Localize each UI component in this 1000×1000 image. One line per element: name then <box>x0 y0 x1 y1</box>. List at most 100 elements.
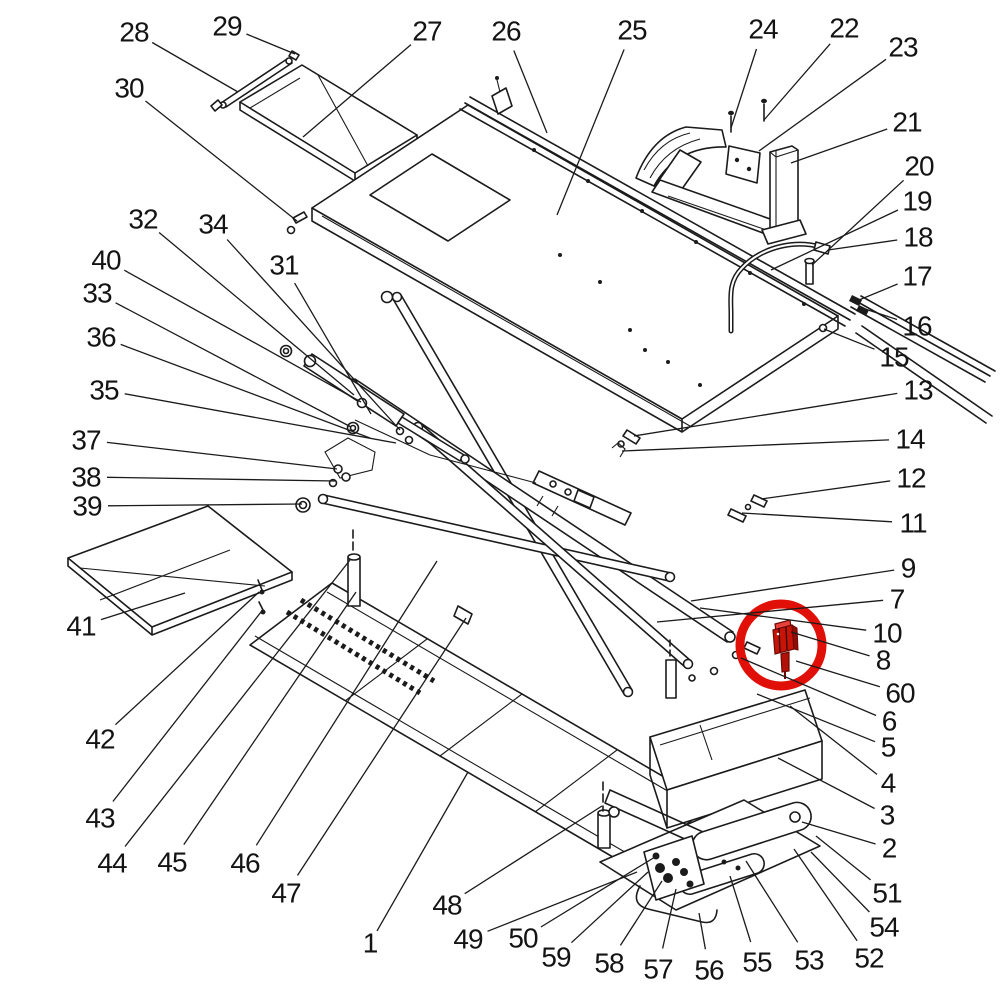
leader-line-58 <box>619 880 663 946</box>
callout-label-11: 11 <box>899 508 926 539</box>
handlebar-assembly <box>728 241 831 334</box>
highlight-circle <box>735 599 827 691</box>
callout-label-25: 25 <box>617 15 647 46</box>
leader-line-25 <box>556 49 625 216</box>
leader-line-16 <box>864 308 898 321</box>
platform-assembly <box>286 76 856 433</box>
callout-label-48: 48 <box>432 890 462 921</box>
callout-label-41: 41 <box>66 611 96 642</box>
leader-line-38 <box>106 476 336 482</box>
callout-label-28: 28 <box>119 17 149 48</box>
leader-line-30 <box>145 100 298 222</box>
side-rails <box>849 295 996 424</box>
callout-label-4: 4 <box>881 768 896 799</box>
callout-label-32: 32 <box>128 204 158 235</box>
leader-line-36 <box>120 343 371 439</box>
callout-label-58: 58 <box>594 948 624 979</box>
chock-bracket <box>725 145 761 184</box>
leader-line-33 <box>115 302 352 428</box>
leader-line-10 <box>699 607 867 631</box>
callout-label-6: 6 <box>882 706 897 737</box>
leader-line-12 <box>760 480 891 500</box>
callout-label-12: 12 <box>896 463 926 494</box>
leader-lines <box>100 33 905 950</box>
callout-label-31: 31 <box>269 250 299 281</box>
leader-line-6 <box>740 657 877 717</box>
leader-line-19 <box>770 209 899 271</box>
callout-label-29: 29 <box>212 11 242 42</box>
callout-label-45: 45 <box>157 847 187 878</box>
leader-line-17 <box>858 283 898 301</box>
callout-label-17: 17 <box>902 261 932 292</box>
leader-line-23 <box>758 58 887 152</box>
leader-line-11 <box>741 512 893 523</box>
leader-line-47 <box>296 617 467 876</box>
leader-line-51 <box>815 835 872 881</box>
callout-label-15: 15 <box>879 342 909 373</box>
leader-line-9 <box>690 569 895 602</box>
callout-label-3: 3 <box>880 800 895 831</box>
callout-label-57: 57 <box>643 954 673 985</box>
leader-line-21 <box>790 128 888 164</box>
leader-line-31 <box>294 282 372 415</box>
callout-label-46: 46 <box>230 848 260 879</box>
callout-label-43: 43 <box>85 803 115 834</box>
leader-line-7 <box>656 599 884 623</box>
callout-label-53: 53 <box>794 945 824 976</box>
callout-label-51: 51 <box>872 878 902 909</box>
leader-line-42 <box>114 591 260 726</box>
frame-clip <box>453 605 473 625</box>
leader-line-3 <box>777 757 875 810</box>
leader-line-40 <box>123 269 362 403</box>
leader-line-27 <box>302 44 412 138</box>
leader-line-14 <box>621 439 890 452</box>
callout-label-42: 42 <box>85 724 115 755</box>
callout-label-7: 7 <box>890 584 905 615</box>
highlight-circle-group <box>735 599 827 691</box>
nut <box>818 323 828 333</box>
leader-line-56 <box>698 912 707 950</box>
leader-line-32 <box>158 232 355 396</box>
callout-label-37: 37 <box>71 425 101 456</box>
leader-line-50 <box>540 856 656 928</box>
callout-label-2: 2 <box>882 833 897 864</box>
callout-label-59: 59 <box>541 942 571 973</box>
callout-label-50: 50 <box>508 923 538 954</box>
callout-label-19: 19 <box>902 186 932 217</box>
wheel-chock-assembly <box>635 98 807 245</box>
leader-line-35 <box>124 393 397 444</box>
callout-label-56: 56 <box>694 955 724 986</box>
callout-label-20: 20 <box>904 151 934 182</box>
leader-line-24 <box>730 48 758 129</box>
callout-label-33: 33 <box>82 278 112 309</box>
leader-line-57 <box>661 888 677 949</box>
callout-label-1: 1 <box>363 928 378 959</box>
callout-label-36: 36 <box>86 322 116 353</box>
leader-line-55 <box>729 875 752 943</box>
callout-label-54: 54 <box>869 912 899 943</box>
callout-label-55: 55 <box>742 947 772 978</box>
power-unit-assembly <box>599 689 823 924</box>
callout-label-18: 18 <box>903 222 933 253</box>
callout-label-16: 16 <box>902 311 932 342</box>
callout-label-52: 52 <box>854 943 884 974</box>
callout-label-24: 24 <box>748 14 778 45</box>
leader-line-13 <box>633 392 898 437</box>
leader-line-46 <box>255 560 438 846</box>
callout-label-49: 49 <box>453 924 483 955</box>
callout-label-8: 8 <box>876 645 891 676</box>
leader-line-34 <box>226 239 401 431</box>
callout-labels: 1234567891011121314151617181920212223242… <box>66 11 935 986</box>
callout-label-44: 44 <box>97 848 127 879</box>
callout-label-23: 23 <box>888 32 918 63</box>
callout-label-39: 39 <box>72 491 102 522</box>
leader-line-39 <box>107 503 303 507</box>
leader-line-22 <box>763 43 831 121</box>
leader-line-53 <box>745 860 799 943</box>
callout-label-10: 10 <box>872 618 902 649</box>
rail-bolt <box>856 305 869 316</box>
lock-pin <box>805 261 814 285</box>
callout-label-60: 60 <box>885 678 915 709</box>
leader-line-45 <box>183 591 357 845</box>
